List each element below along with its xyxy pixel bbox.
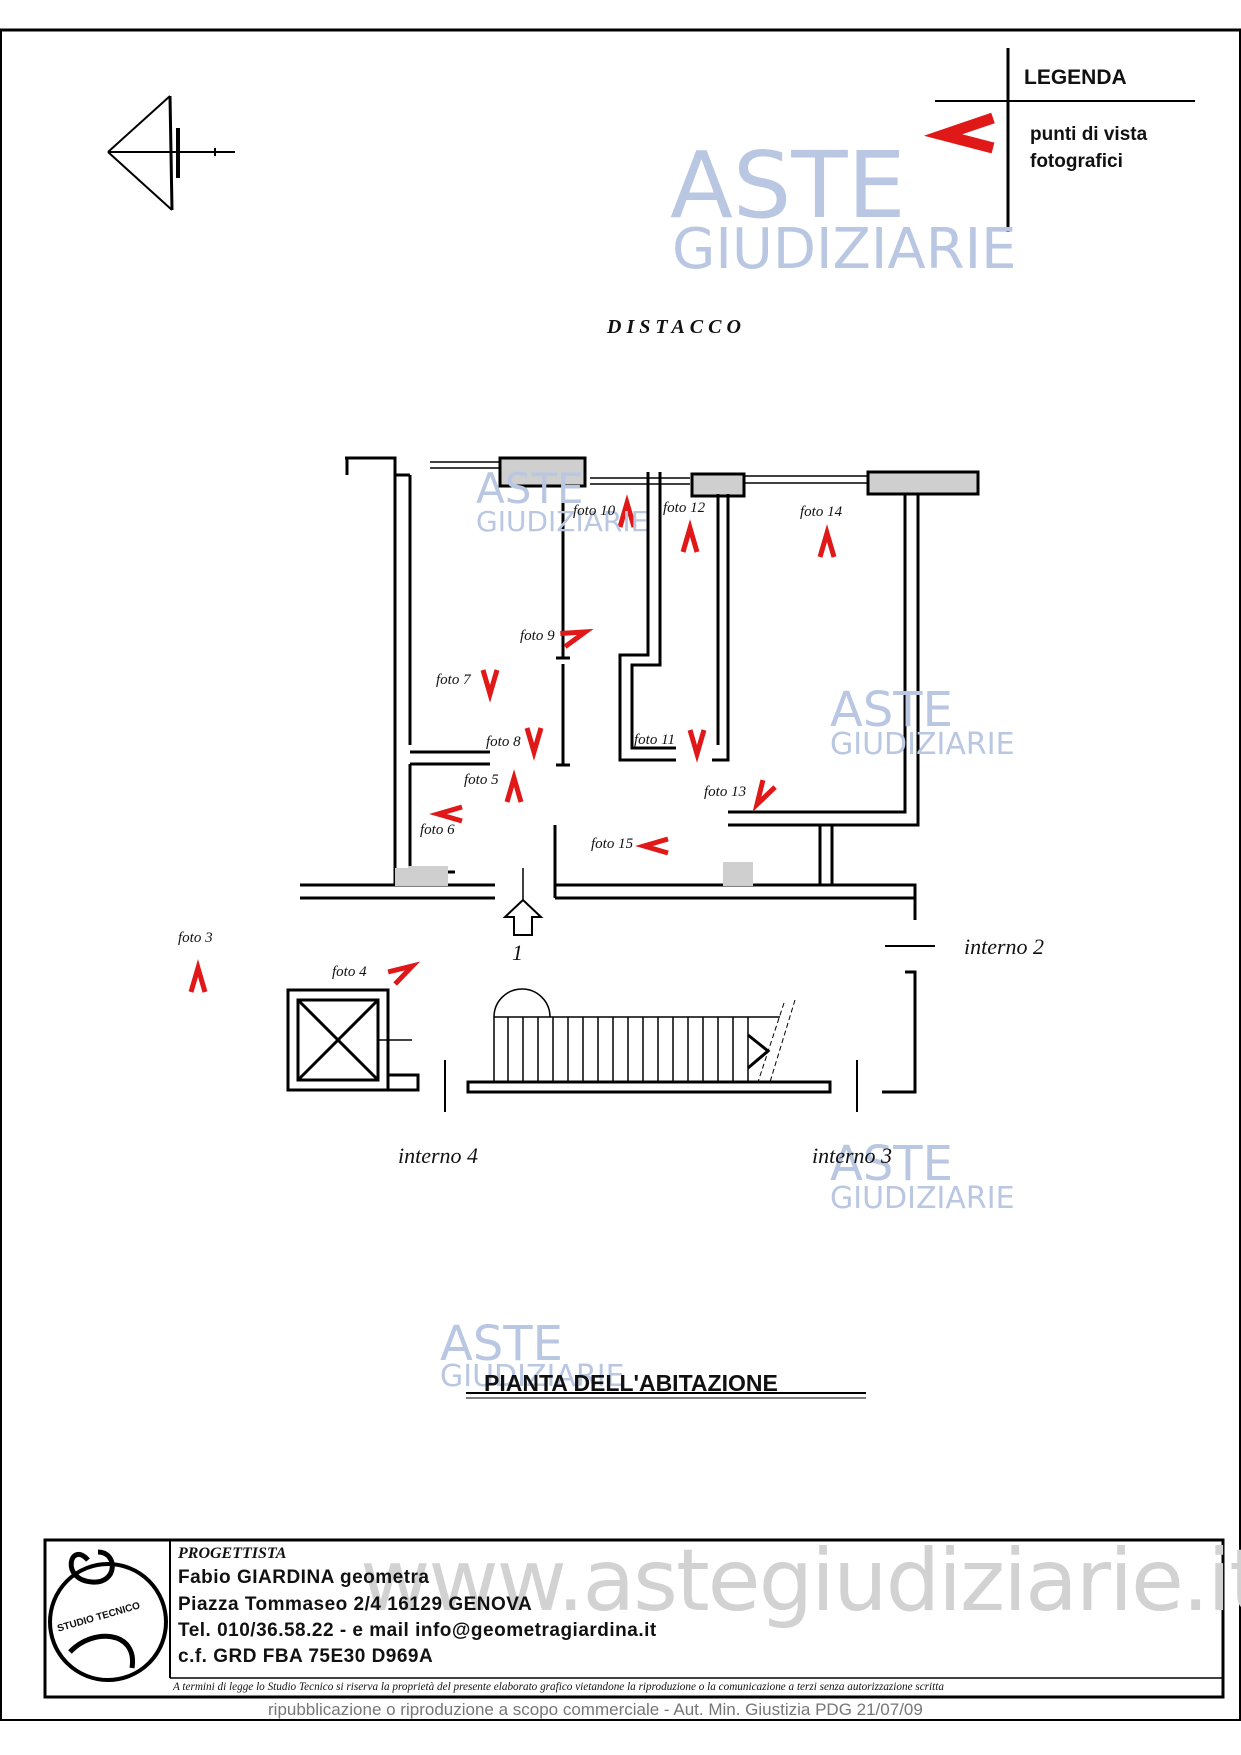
photo-label-12: foto 12 xyxy=(663,500,706,516)
distacco-label: DISTACCO xyxy=(607,316,746,338)
label-interno-3: interno 3 xyxy=(812,1143,893,1168)
entrance-arrow-icon xyxy=(502,868,544,936)
photo-marker-3-icon xyxy=(188,959,208,993)
watermark-giudiziarie-4: GIUDIZIARIE xyxy=(830,1181,1015,1216)
title-block-name: Fabio GIARDINA geometra xyxy=(178,1567,430,1588)
entrance-number: 1 xyxy=(512,940,523,965)
photo-marker-8-icon xyxy=(524,727,544,761)
label-interno-4: interno 4 xyxy=(398,1143,479,1168)
legend-title: LEGENDA xyxy=(1024,66,1127,89)
photo-marker-10-icon xyxy=(617,494,637,528)
title-block-contact: Tel. 010/36.58.22 - e mail info@geometra… xyxy=(178,1620,657,1641)
watermark-url: www.astegiudiziarie.it xyxy=(360,1531,1241,1631)
watermark-aste-1: ASTE xyxy=(670,132,906,239)
stair-treads xyxy=(507,1017,749,1082)
photo-marker-6-icon xyxy=(429,804,463,824)
watermark-giudiziarie-2: GIUDIZIARIE xyxy=(476,505,649,538)
photo-label-7: foto 7 xyxy=(436,672,471,688)
legend-item-line2: fotografici xyxy=(1030,151,1123,172)
title-block-address: Piazza Tommaseo 2/4 16129 GENOVA xyxy=(178,1594,533,1615)
watermark-aste-3: ASTE xyxy=(830,682,953,738)
photo-marker-7-icon xyxy=(480,669,500,703)
photo-marker-9-icon xyxy=(560,628,594,649)
photo-label-14: foto 14 xyxy=(800,504,843,520)
watermark-aste-4: ASTE xyxy=(830,1136,953,1192)
photo-label-5: foto 5 xyxy=(464,772,499,788)
photo-label-13: foto 13 xyxy=(704,784,747,800)
plan-title: PIANTA DELL'ABITAZIONE xyxy=(484,1370,778,1396)
photo-markers xyxy=(188,494,837,993)
photo-label-15: foto 15 xyxy=(591,836,634,852)
photo-marker-15-icon xyxy=(635,836,669,856)
photo-marker-12-icon xyxy=(680,519,700,553)
watermark-giudiziarie-3: GIUDIZIARIE xyxy=(830,727,1015,762)
watermark-aste-2: ASTE xyxy=(476,464,584,513)
watermark-giudiziarie-1: GIUDIZIARIE xyxy=(672,217,1017,282)
footer-notice: ripubblicazione o riproduzione a scopo c… xyxy=(268,1700,923,1719)
stair-direction-arrow-icon xyxy=(747,999,796,1083)
studio-logo-icon xyxy=(48,1549,168,1682)
photo-marker-5-icon xyxy=(504,769,524,803)
label-interno-2: interno 2 xyxy=(964,934,1045,959)
photo-label-9: foto 9 xyxy=(520,628,555,644)
photo-label-8: foto 8 xyxy=(486,734,521,750)
wall-fills xyxy=(395,862,753,886)
photo-label-11: foto 11 xyxy=(634,732,675,748)
legend-marker-icon xyxy=(923,112,995,154)
photo-marker-4-icon xyxy=(387,961,421,986)
photo-marker-13-icon xyxy=(752,779,777,813)
photo-marker-14-icon xyxy=(817,524,837,558)
photo-label-6: foto 6 xyxy=(420,822,455,838)
title-block-role: PROGETTISTA xyxy=(178,1545,287,1562)
watermark-aste-5: ASTE xyxy=(440,1316,563,1372)
photo-label-10: foto 10 xyxy=(573,503,616,519)
photo-marker-11-icon xyxy=(687,729,707,763)
staircase xyxy=(493,988,780,1083)
watermark-giudiziarie-5: GIUDIZIARIE xyxy=(440,1359,625,1394)
walls xyxy=(286,456,980,1112)
title-block-disclaimer: A termini di legge lo Studio Tecnico si … xyxy=(173,1681,944,1693)
title-block-frame xyxy=(43,1538,1225,1699)
north-arrow-icon xyxy=(107,95,235,211)
title-block-tax-code: c.f. GRD FBA 75E30 D969A xyxy=(178,1646,434,1667)
photo-label-3: foto 3 xyxy=(178,930,213,946)
legend-item-line1: punti di vista xyxy=(1030,124,1148,145)
photo-label-4: foto 4 xyxy=(332,964,367,980)
